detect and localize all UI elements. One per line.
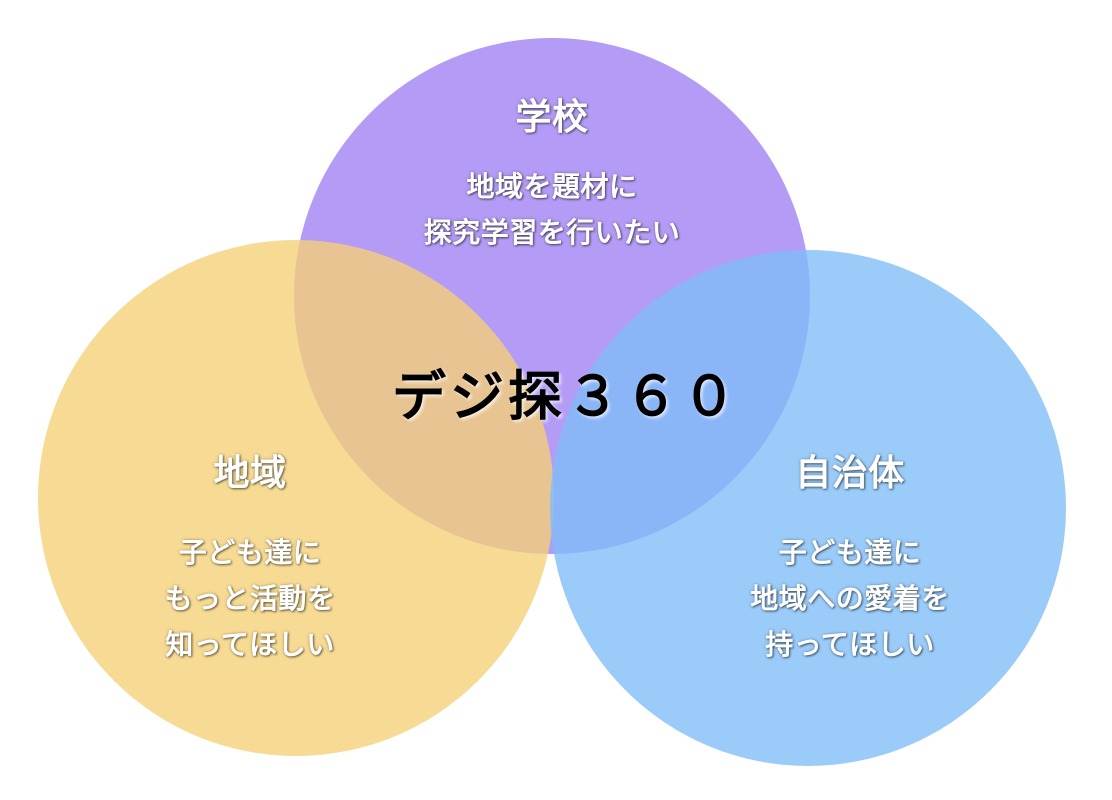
municipality-description-line-1: 子ども達に <box>778 536 922 569</box>
community-title: 地域 <box>213 453 287 494</box>
municipality-description-line-2: 地域への愛着を <box>750 582 950 615</box>
municipality-circle <box>550 250 1066 766</box>
community-circle <box>38 240 554 756</box>
community-description-line-1: 子ども達に <box>178 536 322 569</box>
community-description-line-2: もっと活動を <box>164 582 336 615</box>
school-description: 地域を題材に 探究学習を行いたい <box>352 164 752 256</box>
school-description-line-1: 地域を題材に <box>466 170 638 203</box>
center-label: デジ探３６０ <box>392 365 740 428</box>
community-description: 子ども達に もっと活動を 知ってほしい <box>100 530 400 668</box>
community-description-line-3: 知ってほしい <box>165 628 335 661</box>
municipality-title: 自治体 <box>795 453 905 494</box>
municipality-description-line-3: 持ってほしい <box>765 628 935 661</box>
municipality-description: 子ども達に 地域への愛着を 持ってほしい <box>690 530 1010 668</box>
school-title: 学校 <box>515 97 589 138</box>
school-description-line-2: 探究学習を行いたい <box>423 216 681 249</box>
